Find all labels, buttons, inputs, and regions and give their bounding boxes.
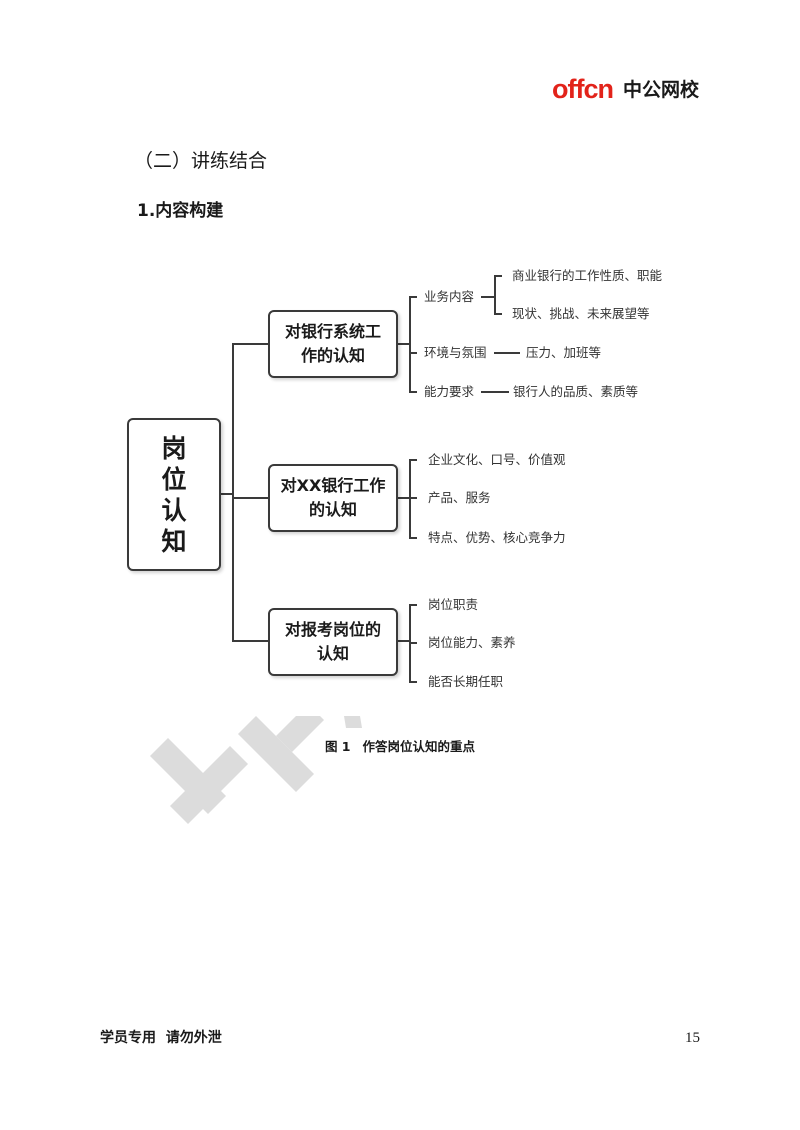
branch-node-xx-bank: 对XX银行工作的认知 <box>268 464 398 532</box>
brand-logo: offcn 中公网校 <box>552 74 702 108</box>
leaf-culture: 企业文化、口号、价值观 <box>428 452 566 467</box>
root-label: 岗位认知 <box>161 433 187 556</box>
branch-node-position: 对报考岗位的认知 <box>268 608 398 676</box>
leaf-environment: 环境与氛围 <box>424 345 487 360</box>
logo-chinese-name: 中公网校 <box>623 79 700 101</box>
sub-title: 1.内容构建 <box>137 201 224 221</box>
figure-title: 作答岗位认知的重点 <box>362 739 476 754</box>
leaf-long-term: 能否长期任职 <box>428 674 504 689</box>
page-number: 15 <box>685 1030 700 1046</box>
branch-label: 对报考岗位的认知 <box>284 620 381 663</box>
leaf-bank-nature: 商业银行的工作性质、职能 <box>512 268 663 283</box>
branch-label: 对银行系统工作的认知 <box>284 322 381 365</box>
leaf-duty: 岗位职责 <box>428 597 479 612</box>
leaf-products: 产品、服务 <box>428 490 491 505</box>
footer-note: 学员专用 请勿外泄 <box>100 1030 222 1046</box>
leaf-business-content: 业务内容 <box>424 289 475 304</box>
leaf-pressure: 压力、加班等 <box>526 345 602 360</box>
branch-node-bank-system: 对银行系统工作的认知 <box>268 310 398 378</box>
figure-number: 图 1 <box>324 739 351 754</box>
leaf-ability-quality: 岗位能力、素养 <box>428 635 516 650</box>
logo-wordmark: offcn <box>552 74 614 104</box>
leaf-ability: 能力要求 <box>424 384 475 399</box>
figure-caption: 图 1 作答岗位认知的重点 <box>0 738 800 756</box>
watermark-logo <box>150 716 362 824</box>
mindmap-root-node: 岗位认知 <box>127 418 221 571</box>
section-title: （二）讲练结合 <box>134 150 268 172</box>
leaf-quality: 银行人的品质、素质等 <box>513 384 639 399</box>
leaf-features: 特点、优势、核心竞争力 <box>428 530 566 545</box>
leaf-status-outlook: 现状、挑战、未来展望等 <box>512 306 650 321</box>
branch-label: 对XX银行工作的认知 <box>280 476 386 519</box>
